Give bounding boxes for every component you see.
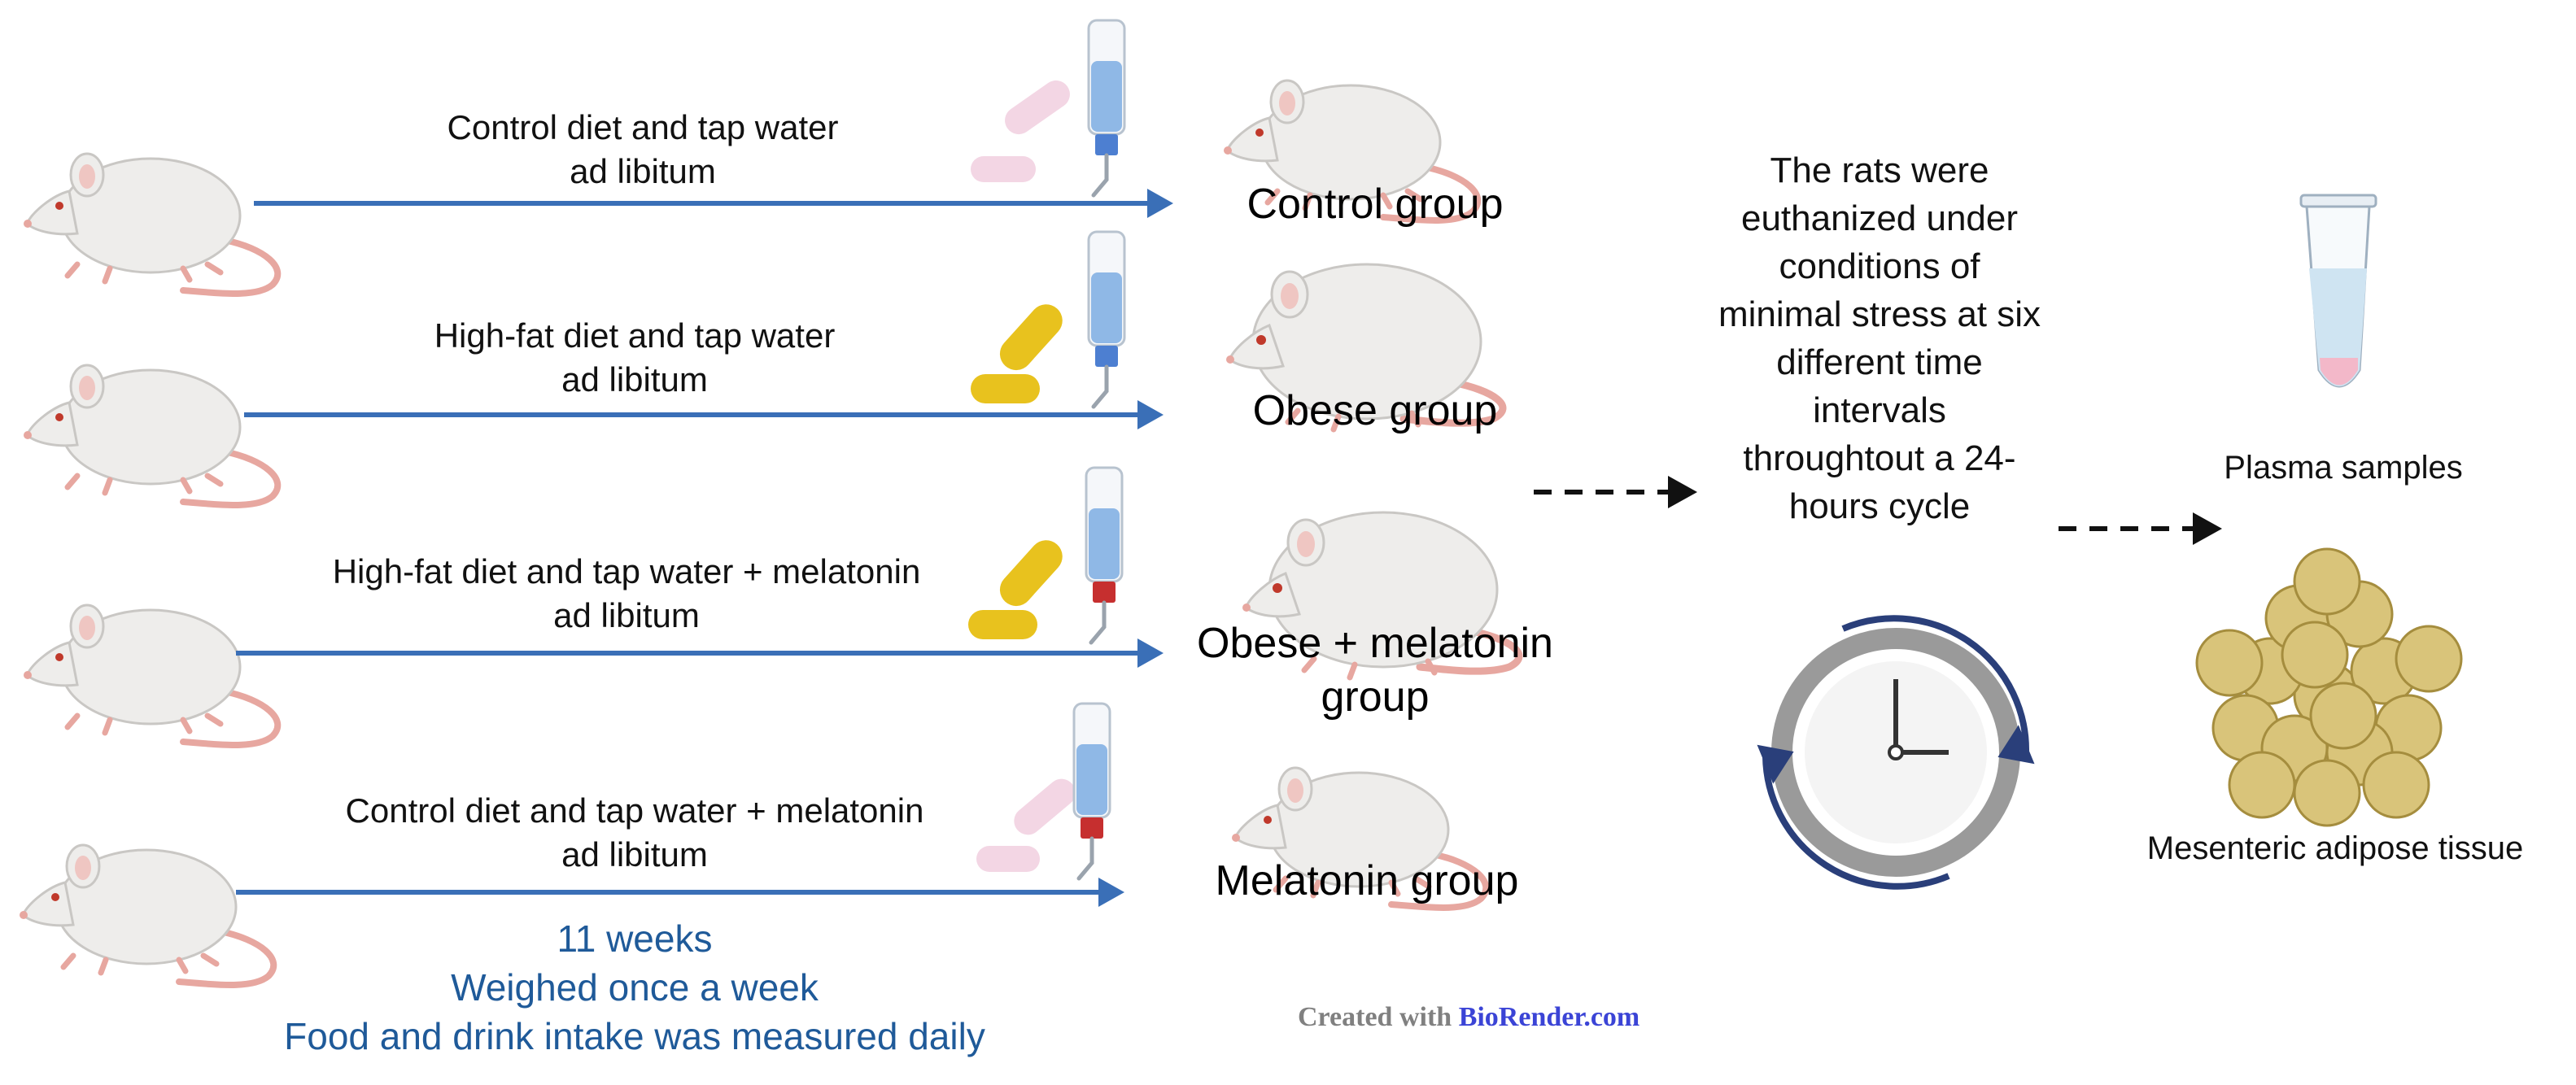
control-chow-icon xyxy=(971,80,1070,182)
adipocyte-cell xyxy=(2309,682,2377,750)
euthanasia-line: throughtout a 24- xyxy=(1743,438,2016,478)
group-line: Obese + melatonin xyxy=(1197,620,1553,667)
protocol-line: ad libitum xyxy=(553,596,700,634)
plasma-label: Plasma samples xyxy=(2224,450,2463,486)
water-bottle-icon xyxy=(1089,232,1124,407)
protocol-label-control: Control diet and tap water ad libitum xyxy=(358,106,928,194)
arrow-icon xyxy=(1137,638,1164,668)
euthanasia-line: The rats were xyxy=(1770,150,1989,190)
protocol-line: High-fat diet and tap water xyxy=(434,316,836,355)
protocol-line: High-fat diet and tap water + melatonin xyxy=(332,552,921,590)
protocol-label-high-fat: High-fat diet and tap water ad libitum xyxy=(358,314,911,402)
melatonin-bottle-icon xyxy=(1086,468,1122,643)
credit-brand[interactable]: BioRender.com xyxy=(1458,1002,1640,1032)
cycle-arrows-icon xyxy=(1757,615,2035,890)
duration-weeks: 11 weeks xyxy=(557,917,713,960)
group-line: group xyxy=(1321,673,1430,721)
control-chow-icon xyxy=(976,778,1076,872)
protocol-label-control-melatonin: Control diet and tap water + melatonin a… xyxy=(301,789,968,877)
arrow-icon xyxy=(1098,878,1124,907)
euthanasia-line: conditions of xyxy=(1779,246,1980,286)
euthanasia-line: different time xyxy=(1776,342,1983,382)
euthanasia-line: minimal stress at six xyxy=(1718,294,2041,334)
adipocyte-cell xyxy=(2281,621,2349,689)
euthanasia-line: hours cycle xyxy=(1788,486,1971,526)
euthanasia-line: euthanized under xyxy=(1740,198,2019,238)
protocol-line: ad libitum xyxy=(561,360,708,399)
melatonin-bottle-icon xyxy=(1074,704,1110,878)
protocol-line: Control diet and tap water xyxy=(447,108,839,146)
adipocyte-cell xyxy=(2362,751,2430,819)
group-label-obese-melatonin: Obese + melatonin group xyxy=(1172,617,1578,724)
protocol-line: ad libitum xyxy=(570,152,716,190)
duration-intake: Food and drink intake was measured daily xyxy=(284,1015,985,1057)
adipose-tissue-icon xyxy=(2195,547,2463,827)
adipocyte-cell xyxy=(2293,547,2361,616)
protocol-line: Control diet and tap water + melatonin xyxy=(345,791,924,830)
group-line: Melatonin group xyxy=(1215,857,1519,904)
credit-line: Created with BioRender.com xyxy=(1298,1002,1639,1033)
high-fat-chow-icon xyxy=(971,304,1063,403)
group-line: Obese group xyxy=(1252,387,1498,434)
adipocyte-cell xyxy=(2195,629,2264,697)
clock-icon xyxy=(1771,628,2020,877)
duration-weighing: Weighed once a week xyxy=(451,966,819,1009)
euthanasia-text: The rats were euthanized under condition… xyxy=(1692,146,2067,530)
group-label-melatonin: Melatonin group xyxy=(1155,854,1578,908)
euthanasia-line: intervals xyxy=(1813,390,1946,430)
adipocyte-cell xyxy=(2228,751,2296,819)
high-fat-chow-icon xyxy=(968,540,1063,639)
plasma-tube-icon xyxy=(2299,194,2377,388)
arrow-icon xyxy=(1147,189,1173,218)
arrow-icon xyxy=(2193,512,2222,545)
group-label-obese: Obese group xyxy=(1172,384,1578,438)
duration-note: 11 weeks Weighed once a week Food and dr… xyxy=(236,914,1033,1061)
adipocyte-cell xyxy=(2293,759,2361,827)
water-bottle-icon xyxy=(1089,20,1124,195)
protocol-label-high-fat-melatonin: High-fat diet and tap water + melatonin … xyxy=(293,550,960,638)
protocol-line: ad libitum xyxy=(561,835,708,874)
credit-prefix: Created with xyxy=(1298,1002,1459,1032)
rat-icon xyxy=(24,605,277,745)
group-line: Control group xyxy=(1247,181,1504,228)
adipocyte-cell xyxy=(2395,625,2463,693)
group-label-control: Control group xyxy=(1172,177,1578,231)
arrow-icon xyxy=(1137,400,1164,429)
rat-icon xyxy=(24,365,277,505)
adipose-label: Mesenteric adipose tissue xyxy=(2146,830,2524,866)
rat-icon xyxy=(24,154,277,294)
